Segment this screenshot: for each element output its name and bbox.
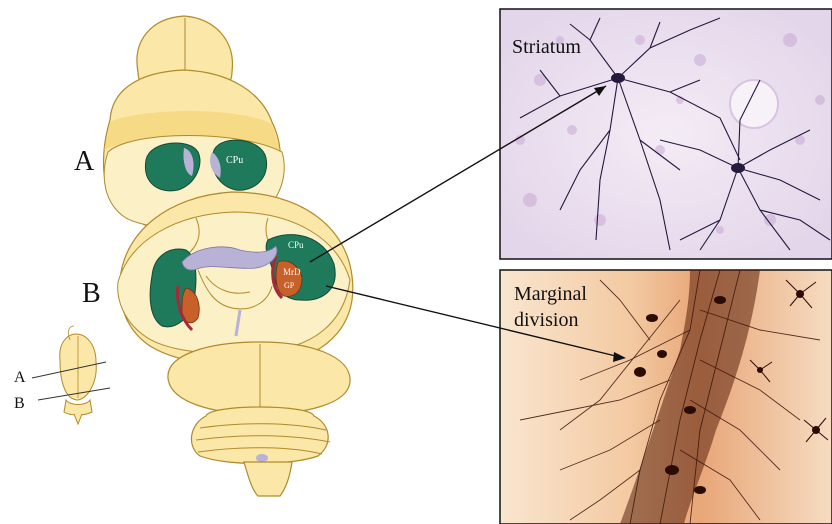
small-brain-inset: A B xyxy=(14,326,110,424)
marginal-panel: Marginal division xyxy=(500,270,832,524)
region-label-cpu-b: CPu xyxy=(288,240,304,250)
small-label-b: B xyxy=(14,395,25,412)
section-label-a: A xyxy=(74,146,95,177)
small-label-a: A xyxy=(14,369,26,386)
region-label-cpu-a: CPu xyxy=(226,155,243,166)
region-label-mrd: MrD xyxy=(283,267,301,277)
striatum-label: Striatum xyxy=(512,36,581,58)
region-label-gp: GP xyxy=(284,281,295,290)
section-label-b: B xyxy=(82,278,101,309)
marginal-label-line1: Marginal xyxy=(514,283,587,305)
striatum-panel: Striatum xyxy=(500,9,832,259)
brainstem xyxy=(244,462,292,496)
cerebellum xyxy=(168,342,350,414)
brain-diagram: CPu CPu MrD GP A B xyxy=(74,16,353,496)
marginal-label-line2: division xyxy=(514,309,578,331)
